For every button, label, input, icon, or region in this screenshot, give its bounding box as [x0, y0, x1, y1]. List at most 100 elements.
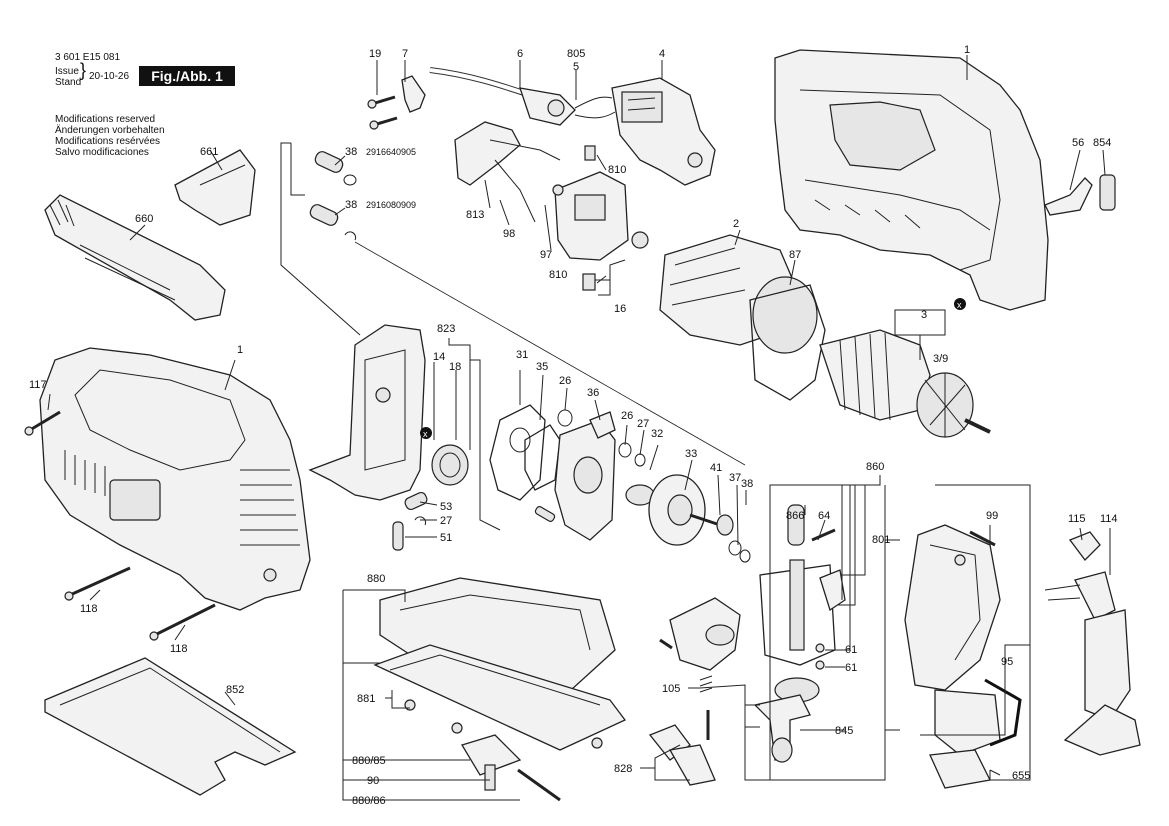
- callout-105: 105: [662, 683, 680, 695]
- base-plate-drawing: [373, 577, 627, 751]
- callout-880-86: 880/86: [352, 795, 386, 807]
- figure-label: Fig./Abb. 1: [139, 66, 235, 86]
- callout-61-b: 61: [845, 662, 857, 674]
- part-number-a: 2916640905: [366, 147, 416, 157]
- cover-661-drawing: [174, 149, 256, 226]
- callout-860: 860: [866, 461, 884, 473]
- issue-label: Issue: [55, 66, 79, 77]
- gear-housing-drawing: [308, 324, 469, 501]
- callout-90: 90: [367, 775, 379, 787]
- armature-drawing: [819, 329, 991, 438]
- callout-51: 51: [440, 532, 452, 544]
- callout-19: 19: [369, 48, 381, 60]
- callout-61-a: 61: [845, 644, 857, 656]
- callout-38-a: 38: [345, 146, 357, 158]
- callout-881: 881: [357, 693, 375, 705]
- callout-labels: 19 7 6 805 5 4 1 661 660 38 2916640905 3…: [29, 44, 1118, 807]
- callout-98: 98: [503, 228, 515, 240]
- callout-6: 6: [517, 48, 523, 60]
- callout-880: 880: [367, 573, 385, 585]
- document-number: 3 601 E15 081: [55, 52, 121, 63]
- callout-4: 4: [659, 48, 665, 60]
- callout-5: 5: [573, 61, 579, 73]
- callout-117: 117: [29, 379, 47, 391]
- callout-56: 56: [1072, 137, 1084, 149]
- cable-drawing: [429, 67, 616, 126]
- stand-label: Stand: [55, 77, 82, 88]
- gear-drawing: [618, 442, 751, 563]
- screws-19-drawing: [367, 75, 426, 130]
- callout-14: 14: [433, 351, 445, 363]
- callout-813: 813: [466, 209, 484, 221]
- callout-2: 2: [733, 218, 739, 230]
- callout-41: 41: [710, 462, 722, 474]
- callout-852: 852: [226, 684, 244, 696]
- callout-810-a: 810: [608, 164, 626, 176]
- callout-805: 805: [567, 48, 585, 60]
- pendulum-drawing: [659, 597, 741, 740]
- modification-line: Modifications reserved: [55, 114, 156, 125]
- callout-38-c: 38: [741, 478, 753, 490]
- part-number-b: 2916080909: [366, 200, 416, 210]
- modification-line: Modifications resérvées: [55, 136, 161, 147]
- brush-holder-drawing: [552, 171, 649, 261]
- callout-866: 866: [786, 510, 804, 522]
- callout-854: 854: [1093, 137, 1111, 149]
- plunger-assembly-drawing: [759, 504, 846, 703]
- marker-x-1: x: [954, 298, 966, 310]
- callout-3: 3: [921, 309, 927, 321]
- callout-18: 18: [449, 361, 461, 373]
- callout-27-b: 27: [440, 515, 452, 527]
- callout-118-b: 118: [170, 643, 188, 655]
- svg-text:x: x: [423, 429, 428, 439]
- callout-36: 36: [587, 387, 599, 399]
- callout-31: 31: [516, 349, 528, 361]
- housing-left-drawing: [39, 347, 311, 611]
- lock-lever-drawing: [1044, 174, 1116, 216]
- callout-97: 97: [540, 249, 552, 261]
- modification-line: Salvo modificaciones: [55, 147, 149, 158]
- issue-brace: }: [80, 60, 87, 80]
- callout-53: 53: [440, 501, 452, 513]
- callout-660: 660: [135, 213, 153, 225]
- callout-64: 64: [818, 510, 830, 522]
- callout-118-a: 118: [80, 603, 98, 615]
- callout-1-top: 1: [964, 44, 970, 56]
- callout-114: 114: [1100, 513, 1118, 525]
- callout-32: 32: [651, 428, 663, 440]
- callout-828: 828: [614, 763, 632, 775]
- callout-16: 16: [614, 303, 626, 315]
- callout-845: 845: [835, 725, 853, 737]
- callout-1-left: 1: [237, 344, 243, 356]
- electronics-drawing: [454, 121, 596, 291]
- svg-text:x: x: [957, 300, 962, 310]
- callout-661: 661: [200, 146, 218, 158]
- callout-99: 99: [986, 510, 998, 522]
- gasket-drawing: [489, 404, 616, 541]
- housing-right-drawing: [774, 49, 1049, 311]
- callout-655: 655: [1012, 770, 1030, 782]
- callout-27-a: 27: [637, 418, 649, 430]
- callout-26-b: 26: [621, 410, 633, 422]
- callout-115: 115: [1068, 513, 1086, 525]
- callout-37: 37: [729, 472, 741, 484]
- stator-drawing: [659, 234, 826, 401]
- callout-880-85: 880/85: [352, 755, 386, 767]
- screws-117-118-drawing: [24, 410, 216, 641]
- issue-date: 20-10-26: [89, 71, 130, 82]
- switch-drawing: [611, 77, 716, 186]
- roller-guide-drawing: [648, 694, 811, 786]
- callout-87: 87: [789, 249, 801, 261]
- modification-line: Änderungen vorbehalten: [55, 125, 165, 136]
- pins-drawing: [309, 151, 556, 551]
- clamp-parts-drawing: [461, 734, 561, 802]
- callout-801: 801: [872, 534, 890, 546]
- guard-plate-drawing: [44, 657, 297, 796]
- callout-7: 7: [402, 48, 408, 60]
- marker-x-2: x: [420, 427, 432, 439]
- callout-26-a: 26: [559, 375, 571, 387]
- dust-tube-drawing: [44, 194, 226, 321]
- callout-33: 33: [685, 448, 697, 460]
- light-assembly-drawing: [1044, 531, 1141, 756]
